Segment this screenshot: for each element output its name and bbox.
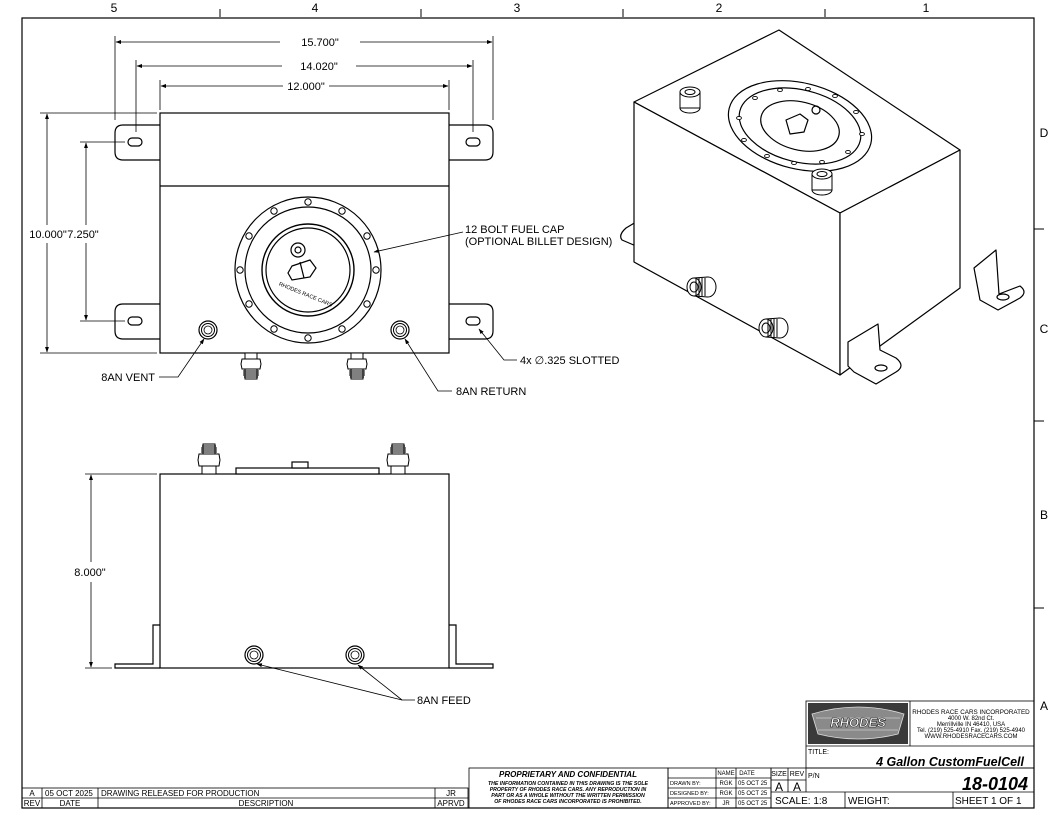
rev-row-rev: A (29, 789, 35, 798)
sheet-rev: A (793, 780, 801, 794)
signoff-col-name: NAME (717, 771, 734, 777)
company-address2: Merrillville IN 46410, USA (937, 722, 1005, 728)
part-number: 18-0104 (962, 774, 1028, 794)
rev-header-description: DESCRIPTION (239, 799, 294, 808)
size-label: SIZE (771, 771, 787, 778)
scale: SCALE: 1:8 (775, 796, 828, 807)
company-address1: 4000 W. 82nd Ct. (948, 716, 995, 722)
zone-row-d: D (1040, 126, 1049, 140)
return-port (390, 320, 410, 340)
front-fitting-right (386, 443, 410, 475)
signoff-role-approved: APPROVED BY: (670, 801, 711, 807)
vent-port (198, 320, 218, 340)
zone-markers (219, 9, 1044, 609)
isometric-view (620, 29, 1025, 385)
isometric-cap-bolts (736, 86, 865, 166)
sheet-number: SHEET 1 OF 1 (955, 796, 1022, 807)
feed-port-right (345, 645, 365, 665)
signoff-name-drawn: RGK (719, 781, 732, 787)
rev-header-apprvd: APRVD (437, 799, 465, 808)
zone-col-2: 2 (716, 1, 723, 15)
callout-fuel-cap-line1: 12 BOLT FUEL CAP (465, 224, 564, 236)
fitting-front-right (346, 352, 368, 380)
signoff-name-designed: RGK (719, 791, 732, 797)
dim-depth: 10.000" (29, 229, 67, 241)
signoff-date-drawn: 05 OCT 25 (738, 781, 768, 787)
company-logo: RHODES (808, 703, 908, 744)
title-block (770, 700, 1035, 809)
front-view-dimensions (85, 473, 415, 701)
company-phone: Tel. (219) 525-4910 Fax. (219) 525-4940 (917, 728, 1026, 734)
signoff-role-designed: DESIGNED BY: (670, 791, 709, 797)
rev-header-rev: REV (24, 799, 41, 808)
proprietary-line2: PROPERTY OF RHODES RACE CARS. ANY REPROD… (490, 787, 647, 793)
callout-feed: 8AN FEED (417, 695, 471, 707)
svg-text:RHODES: RHODES (830, 715, 886, 730)
zone-row-a: A (1040, 699, 1048, 713)
zone-row-b: B (1040, 508, 1048, 522)
isometric-side-fitting-1 (686, 276, 717, 298)
rev-header-date: DATE (60, 799, 81, 808)
rev-row-description: DRAWING RELEASED FOR PRODUCTION (101, 789, 260, 798)
drawing-title: 4 Gallon CustomFuelCell (875, 755, 1024, 769)
sheet-size: A (775, 780, 783, 794)
top-view (114, 112, 494, 354)
zone-col-1: 1 (923, 1, 930, 15)
front-fitting-left (197, 443, 221, 475)
proprietary-line3: PART OR AS A WHOLE WITHOUT THE WRITTEN P… (491, 793, 645, 799)
isometric-top-fittings (679, 86, 833, 196)
callout-fuel-cap-line2: (OPTIONAL BILLET DESIGN) (465, 236, 612, 248)
dim-overall-width: 15.700" (301, 37, 339, 49)
fitting-front-left (240, 352, 262, 380)
revision-block (21, 787, 469, 809)
dim-body-width: 12.000" (287, 81, 325, 93)
zone-row-c: C (1040, 322, 1049, 336)
dim-height: 8.000" (74, 567, 106, 579)
proprietary-line4: OF RHODES RACE CARS INCORPORATED IS PROH… (494, 799, 641, 805)
signoff-block (667, 767, 772, 809)
weight: WEIGHT: (848, 796, 890, 807)
company-name: RHODES RACE CARS INCORPORATED (912, 709, 1030, 716)
proprietary-line1: THE INFORMATION CONTAINED IN THIS DRAWIN… (488, 781, 649, 787)
proprietary-title: PROPRIETARY AND CONFIDENTIAL (499, 770, 637, 779)
top-view-dimensions (40, 36, 494, 354)
isometric-side-fitting-2 (758, 317, 789, 339)
signoff-name-approved: JR (722, 801, 730, 807)
pn-label: P/N (808, 773, 820, 780)
dim-hole-spacing: 14.020" (300, 61, 338, 73)
feed-port-left (244, 645, 264, 665)
company-web: WWW.RHODESRACECARS.COM (925, 734, 1018, 740)
zone-col-5: 5 (111, 1, 118, 15)
fuel-cap-bolts (236, 198, 380, 342)
dim-hole-depth: 7.250" (67, 229, 99, 241)
front-view (114, 461, 494, 669)
rev-label: REV (790, 771, 805, 778)
signoff-role-drawn: DRAWN BY: (670, 781, 701, 787)
signoff-date-approved: 05 OCT 25 (738, 801, 768, 807)
callout-slotted: 4x ∅.325 SLOTTED (520, 355, 620, 367)
callout-return: 8AN RETURN (456, 386, 526, 398)
top-view-leaders (159, 231, 517, 392)
zone-col-3: 3 (514, 1, 521, 15)
rev-row-apprvd: JR (446, 789, 456, 798)
signoff-col-date: DATE (739, 771, 755, 777)
rev-row-date: 05 OCT 2025 (45, 789, 93, 798)
callout-vent: 8AN VENT (101, 372, 155, 384)
zone-col-4: 4 (312, 1, 319, 15)
signoff-date-designed: 05 OCT 25 (738, 791, 768, 797)
title-label: TITLE: (808, 749, 829, 756)
